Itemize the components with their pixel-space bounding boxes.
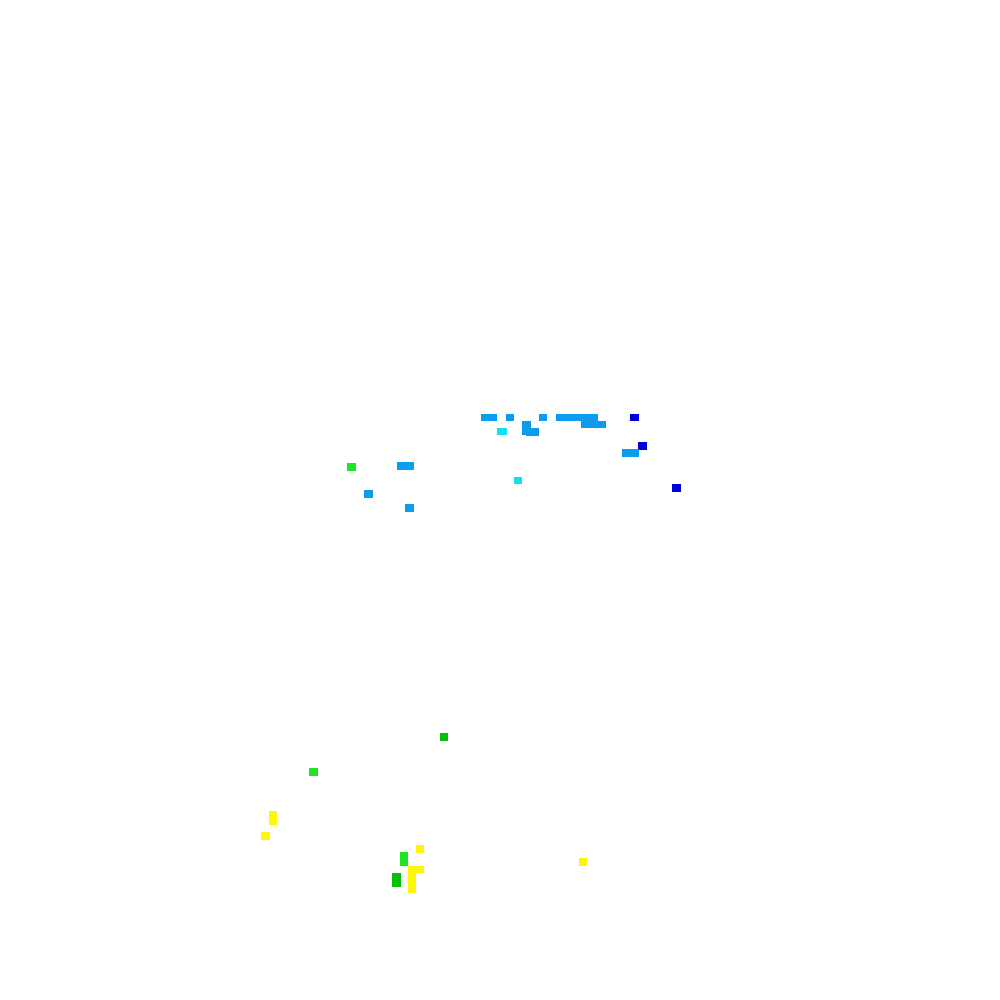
upper-pixel-block bbox=[630, 414, 639, 421]
upper-pixel-block bbox=[556, 414, 598, 421]
lower-pixel-block bbox=[440, 733, 448, 741]
upper-pixel-block bbox=[405, 504, 414, 512]
upper-pixel-block bbox=[364, 490, 373, 498]
upper-pixel-block bbox=[347, 463, 356, 471]
lower-pixel-block bbox=[269, 811, 277, 825]
lower-pixel-block bbox=[408, 873, 416, 893]
upper-pixel-block bbox=[672, 484, 681, 492]
upper-pixel-block bbox=[397, 462, 414, 470]
lower-pixel-block bbox=[309, 768, 318, 776]
lower-pixel-block bbox=[408, 866, 424, 873]
lower-pixel-block bbox=[261, 832, 270, 840]
lower-pixel-block bbox=[400, 852, 408, 866]
upper-pixel-block bbox=[526, 428, 539, 436]
upper-pixel-block bbox=[581, 421, 606, 428]
upper-pixel-block bbox=[506, 414, 514, 421]
upper-pixel-block bbox=[539, 414, 547, 421]
upper-pixel-block bbox=[481, 414, 497, 421]
lower-pixel-block bbox=[392, 873, 401, 887]
upper-pixel-block bbox=[638, 442, 647, 450]
upper-pixel-block bbox=[622, 449, 639, 457]
upper-pixel-block bbox=[514, 477, 522, 484]
lower-pixel-block bbox=[416, 845, 424, 853]
lower-pixel-block bbox=[579, 858, 587, 866]
upper-pixel-block bbox=[497, 428, 507, 435]
